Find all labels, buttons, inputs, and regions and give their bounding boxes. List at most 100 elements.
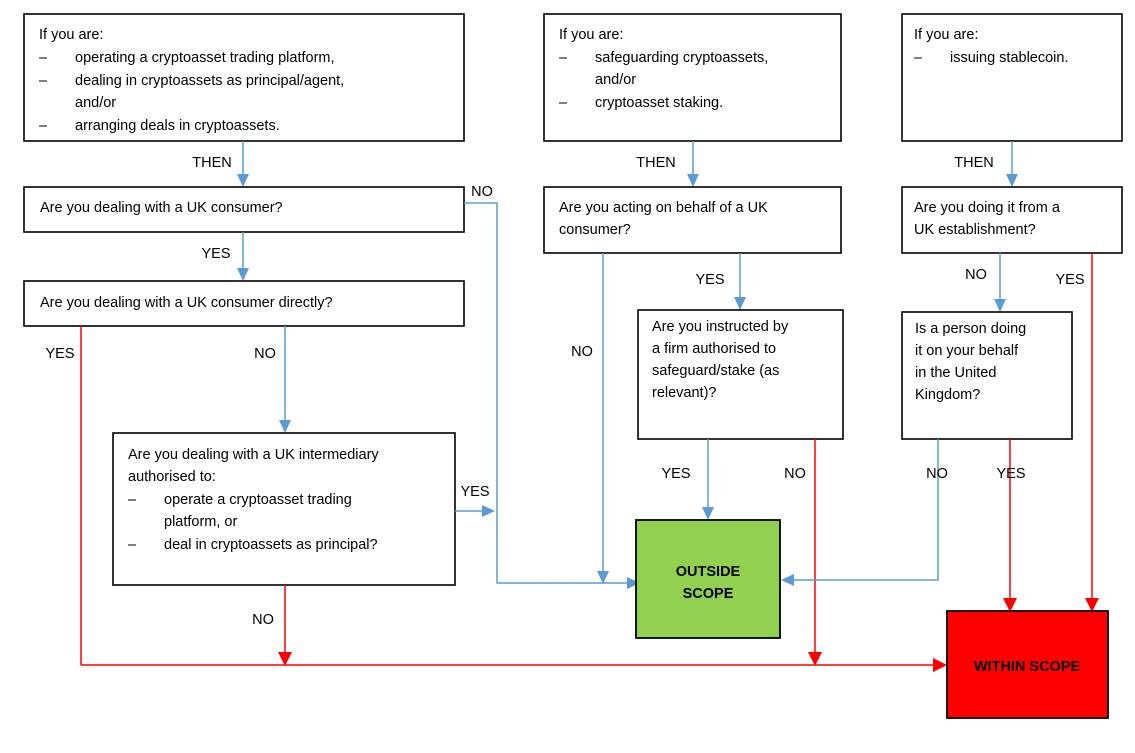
start-stablecoin-line-1: issuing stablecoin. xyxy=(950,50,1069,66)
within-scope-line-1: WITHIN SCOPE xyxy=(974,659,1081,675)
edge-yes-intermediary: YES xyxy=(455,484,495,517)
edge-yes-directly: YES xyxy=(45,326,82,665)
bullet-dash-icon: – xyxy=(39,73,48,89)
edge-red-bottom-trunk xyxy=(81,658,947,672)
start-stablecoin-lead: If you are: xyxy=(914,27,978,43)
q-uk-establishment-box xyxy=(901,186,1123,254)
node-q-uk-intermediary: Are you dealing with a UK intermediary a… xyxy=(112,432,456,586)
q-uk-intermediary-line-2: authorised to: xyxy=(128,469,216,485)
edge-label-yes-establishment: YES xyxy=(1055,272,1084,288)
bullet-dash-icon: – xyxy=(559,95,568,111)
node-q-uk-establishment: Are you doing it from a UK establishment… xyxy=(901,186,1123,254)
q-uk-establishment-line-1: Are you doing it from a xyxy=(914,200,1061,216)
edge-label-no-person: NO xyxy=(926,466,948,482)
bullet-dash-icon: – xyxy=(559,50,568,66)
edge-no-consumer: NO xyxy=(464,184,640,589)
start-safeguarding-line-2: and/or xyxy=(595,72,636,88)
node-q-acting-behalf: Are you acting on behalf of a UK consume… xyxy=(543,186,842,254)
edge-then-right: THEN xyxy=(954,141,1018,187)
q-uk-intermediary-line-3: operate a cryptoasset trading xyxy=(164,492,352,508)
edge-no-intermediary: NO xyxy=(252,585,292,666)
bullet-dash-icon: – xyxy=(128,492,137,508)
node-q-person-on-behalf: Is a person doing it on your behalf in t… xyxy=(901,311,1073,440)
bullet-dash-icon: – xyxy=(914,50,923,66)
start-trading-line-2: dealing in cryptoassets as principal/age… xyxy=(75,73,344,89)
start-safeguarding-line-1: safeguarding cryptoassets, xyxy=(595,50,768,66)
edge-then-middle: THEN xyxy=(636,141,699,187)
node-q-uk-consumer-directly: Are you dealing with a UK consumer direc… xyxy=(23,280,465,327)
node-start-safeguarding: If you are: – safeguarding cryptoassets,… xyxy=(543,13,842,142)
q-person-on-behalf-line-2: it on your behalf xyxy=(915,343,1019,359)
q-uk-consumer-box xyxy=(23,186,465,233)
q-instructed-firm-line-1: Are you instructed by xyxy=(652,319,789,335)
q-uk-intermediary-line-5: deal in cryptoassets as principal? xyxy=(164,537,378,553)
q-uk-consumer-directly-line-1: Are you dealing with a UK consumer direc… xyxy=(40,295,333,311)
q-instructed-firm-line-3: safeguard/stake (as xyxy=(652,363,779,379)
edge-yes-person: YES xyxy=(996,439,1026,612)
start-safeguarding-box xyxy=(543,13,842,142)
q-uk-intermediary-line-1: Are you dealing with a UK intermediary xyxy=(128,447,379,463)
start-trading-line-4: arranging deals in cryptoassets. xyxy=(75,118,280,134)
edge-label-yes-intermediary: YES xyxy=(460,484,489,500)
start-trading-line-1: operating a cryptoasset trading platform… xyxy=(75,50,335,66)
node-outside-scope: OUTSIDE SCOPE xyxy=(635,519,781,639)
node-start-trading: If you are: – operating a cryptoasset tr… xyxy=(23,13,465,142)
q-person-on-behalf-box xyxy=(901,311,1073,440)
edge-label-yes-behalf: YES xyxy=(695,272,724,288)
q-person-on-behalf-line-1: Is a person doing xyxy=(915,321,1026,337)
edge-no-directly: NO xyxy=(254,326,291,433)
start-trading-lead: If you are: xyxy=(39,27,103,43)
edge-no-instructed: NO xyxy=(784,439,822,666)
edge-yes-establishment: YES xyxy=(1055,253,1099,612)
q-acting-behalf-box xyxy=(543,186,842,254)
start-trading-box xyxy=(23,13,465,142)
node-within-scope: WITHIN SCOPE xyxy=(946,610,1109,719)
start-stablecoin-box xyxy=(901,13,1123,142)
q-uk-intermediary-box xyxy=(112,432,456,586)
within-scope-box xyxy=(946,610,1109,719)
edge-label-no-intermediary: NO xyxy=(252,612,274,628)
node-q-uk-consumer: Are you dealing with a UK consumer? xyxy=(23,186,465,233)
q-uk-intermediary-line-4: platform, or xyxy=(164,514,237,530)
edge-label-no-instructed: NO xyxy=(784,466,806,482)
q-person-on-behalf-line-3: in the United xyxy=(915,365,996,381)
edge-label-then-middle: THEN xyxy=(636,155,675,171)
q-acting-behalf-line-1: Are you acting on behalf of a UK xyxy=(559,200,768,216)
outside-scope-box xyxy=(635,519,781,639)
edge-label-yes-instructed: YES xyxy=(661,466,690,482)
start-trading-line-3: and/or xyxy=(75,95,116,111)
node-q-instructed-firm: Are you instructed by a firm authorised … xyxy=(637,309,844,440)
outside-scope-line-1: OUTSIDE xyxy=(676,564,741,580)
q-instructed-firm-box xyxy=(637,309,844,440)
edge-label-yes-consumer: YES xyxy=(201,246,230,262)
q-instructed-firm-line-4: relevant)? xyxy=(652,385,716,401)
q-person-on-behalf-line-4: Kingdom? xyxy=(915,387,980,403)
bullet-dash-icon: – xyxy=(128,537,137,553)
bullet-dash-icon: – xyxy=(39,50,48,66)
q-uk-consumer-directly-box xyxy=(23,280,465,327)
q-uk-consumer-line-1: Are you dealing with a UK consumer? xyxy=(40,200,283,216)
edge-label-yes-directly: YES xyxy=(45,346,74,362)
outside-scope-line-2: SCOPE xyxy=(683,586,734,602)
bullet-dash-icon: – xyxy=(39,118,48,134)
edge-no-behalf: NO xyxy=(571,253,609,584)
q-acting-behalf-line-2: consumer? xyxy=(559,222,631,238)
q-uk-establishment-line-2: UK establishment? xyxy=(914,222,1036,238)
edge-label-no-establishment: NO xyxy=(965,267,987,283)
edge-no-establishment: NO xyxy=(965,253,1006,312)
edge-label-yes-person: YES xyxy=(996,466,1025,482)
edge-label-then-left: THEN xyxy=(192,155,231,171)
node-start-stablecoin: If you are: – issuing stablecoin. xyxy=(901,13,1123,142)
edge-yes-instructed: YES xyxy=(661,439,714,520)
start-safeguarding-line-3: cryptoasset staking. xyxy=(595,95,723,111)
edge-label-no-directly: NO xyxy=(254,346,276,362)
edge-yes-behalf: YES xyxy=(695,253,746,310)
edge-label-then-right: THEN xyxy=(954,155,993,171)
edge-yes-consumer: YES xyxy=(201,232,249,281)
edge-label-no-behalf: NO xyxy=(571,344,593,360)
edge-label-no-consumer: NO xyxy=(471,184,493,200)
q-instructed-firm-line-2: a firm authorised to xyxy=(652,341,776,357)
edge-then-left: THEN xyxy=(192,141,249,187)
